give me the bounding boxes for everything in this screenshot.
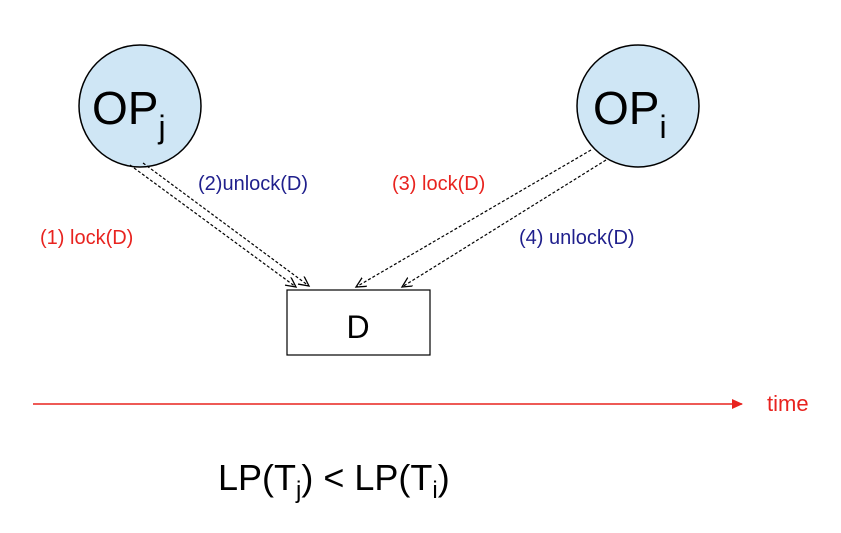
arrow-3-lock [356, 149, 592, 287]
data-item-label: D [346, 309, 369, 345]
arrow-label-2: (2)unlock(D) [198, 173, 308, 195]
formula-sub-j: j [295, 477, 301, 504]
arrow-label-4: (4) unlock(D) [519, 227, 635, 249]
data-item-node: D [286, 289, 431, 356]
svg-text:OPj: OPj [92, 82, 166, 145]
op-j-node: OPj [78, 44, 202, 168]
formula-sub-i: i [432, 477, 437, 504]
op-i-node: OPi [576, 44, 700, 168]
arrow-1-lock [129, 164, 296, 287]
op-i-circle [576, 44, 700, 168]
formula-part-2: ) < LP(T [301, 457, 432, 498]
arrow-2-unlock [142, 162, 309, 286]
op-j-circle [78, 44, 202, 168]
data-item-box [286, 289, 431, 356]
formula-part-1: LP(T [218, 457, 296, 498]
formula-part-3: ) [438, 457, 450, 498]
arrow-label-1: (1) lock(D) [40, 227, 133, 249]
op-i-label: OP [593, 82, 659, 134]
formula: LP(Tj) < LP(Ti) [218, 457, 450, 504]
arrow-label-3: (3) lock(D) [392, 173, 485, 195]
op-j-subscript: j [157, 109, 165, 145]
svg-text:OPi: OPi [593, 82, 667, 145]
op-i-subscript: i [659, 109, 666, 145]
timeline-label: time [767, 391, 809, 416]
arrow-4-unlock [402, 159, 607, 287]
op-j-label: OP [92, 82, 158, 134]
